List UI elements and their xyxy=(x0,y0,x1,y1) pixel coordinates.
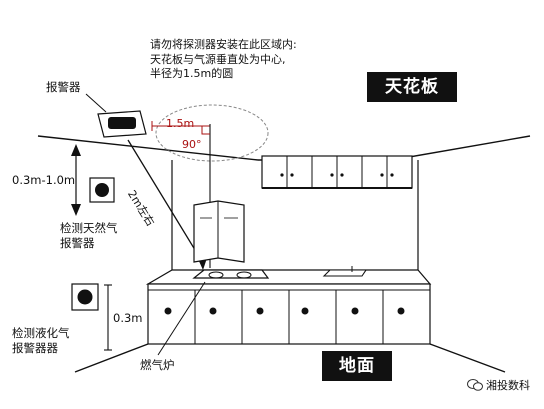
natural-gas-label-2: 报警器 xyxy=(60,236,95,250)
ceiling-alarm-icon xyxy=(108,117,136,129)
height-range-label: 0.3m-1.0m xyxy=(12,173,76,187)
notice-line-3: 半径为1.5m的圆 xyxy=(150,67,234,80)
natural-gas-label-1: 检测天然气 xyxy=(60,221,118,235)
ceiling-badge: 天花板 xyxy=(367,72,457,102)
forbidden-zone xyxy=(155,104,269,162)
installation-notice: 请勿将探测器安装在此区域内: 天花板与气源垂直处为中心, 半径为1.5m的圆 xyxy=(150,38,297,82)
right-angle-marker xyxy=(201,126,210,135)
wechat-icon xyxy=(467,379,483,391)
stove-label: 燃气炉 xyxy=(140,358,175,372)
ceiling-edge-left xyxy=(37,135,259,161)
watermark-text: 湘投数科 xyxy=(486,379,530,392)
radius-label: 1.5m xyxy=(166,117,194,131)
alarm-pointer xyxy=(85,93,107,113)
stove-pointer xyxy=(157,281,206,356)
ceiling-edge-right xyxy=(391,135,531,161)
natural-gas-detector-icon xyxy=(95,183,109,197)
counter xyxy=(145,266,432,345)
floor-badge: 地面 xyxy=(322,351,392,381)
notice-line-2: 天花板与气源垂直处为中心, xyxy=(150,52,286,66)
stove xyxy=(192,269,270,279)
radius-value: 1.5m xyxy=(166,117,195,130)
distance-arrow-line xyxy=(127,139,204,264)
upper-cabinets xyxy=(261,155,413,189)
low-height-label: 0.3m xyxy=(113,311,143,325)
floor-edge-left xyxy=(74,343,149,373)
watermark: 湘投数科 xyxy=(467,377,530,393)
height-arrow-down xyxy=(71,204,81,216)
lpg-label-2: 报警器器 xyxy=(12,341,58,355)
floor-edge-right xyxy=(429,343,506,373)
range-hood xyxy=(193,200,245,263)
angle-label: 90° xyxy=(182,138,202,151)
alarm-label: 报警器 xyxy=(46,80,81,94)
sink xyxy=(322,269,368,277)
height-arrow-up xyxy=(71,144,81,156)
notice-line-1: 请勿将探测器安装在此区域内: xyxy=(150,38,297,51)
lpg-label-1: 检测液化气 xyxy=(12,326,70,340)
lpg-detector-icon xyxy=(77,289,93,305)
